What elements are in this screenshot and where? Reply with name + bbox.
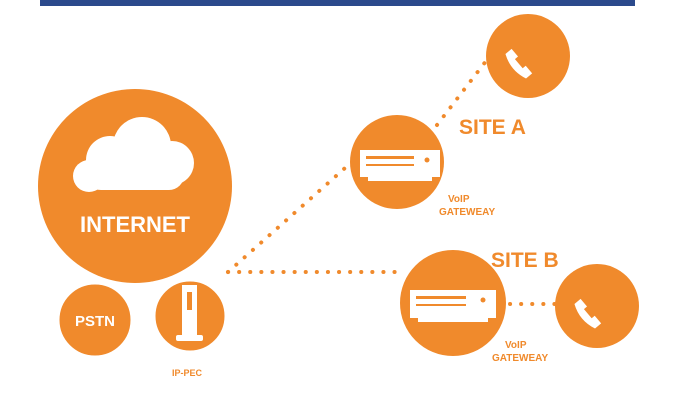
gateway-device-icon bbox=[360, 150, 440, 181]
server-tower-icon bbox=[176, 285, 203, 341]
site-a-label: SITE A bbox=[459, 116, 526, 139]
phone-icon bbox=[505, 48, 533, 79]
gateway-device-icon bbox=[410, 290, 496, 322]
gateway-b-label-line1: VoIP bbox=[505, 340, 527, 351]
pstn-label: PSTN bbox=[75, 313, 115, 330]
ip-pbx-label: IP-PEC bbox=[172, 368, 203, 378]
cloud-icon bbox=[73, 117, 194, 192]
pstn-node: PSTN bbox=[54, 279, 136, 361]
gateway-a-node bbox=[350, 115, 444, 209]
link-ippbx-gateway-a bbox=[226, 158, 356, 274]
phone-a-node bbox=[486, 14, 570, 98]
gateway-b-node bbox=[400, 250, 506, 356]
site-b-label: SITE B bbox=[491, 249, 559, 272]
internet-label: INTERNET bbox=[80, 212, 191, 237]
internet-node: INTERNET bbox=[38, 89, 232, 283]
phone-b-node bbox=[555, 264, 639, 348]
top-bar bbox=[40, 0, 635, 6]
gateway-a-label-line1: VoIP bbox=[448, 194, 470, 205]
phone-icon bbox=[574, 298, 602, 329]
gateway-b-label-line2: GATEWEAY bbox=[492, 353, 548, 364]
ip-pbx-node: IP-PEC bbox=[150, 276, 230, 378]
gateway-a-label-line2: GATEWEAY bbox=[439, 207, 495, 218]
